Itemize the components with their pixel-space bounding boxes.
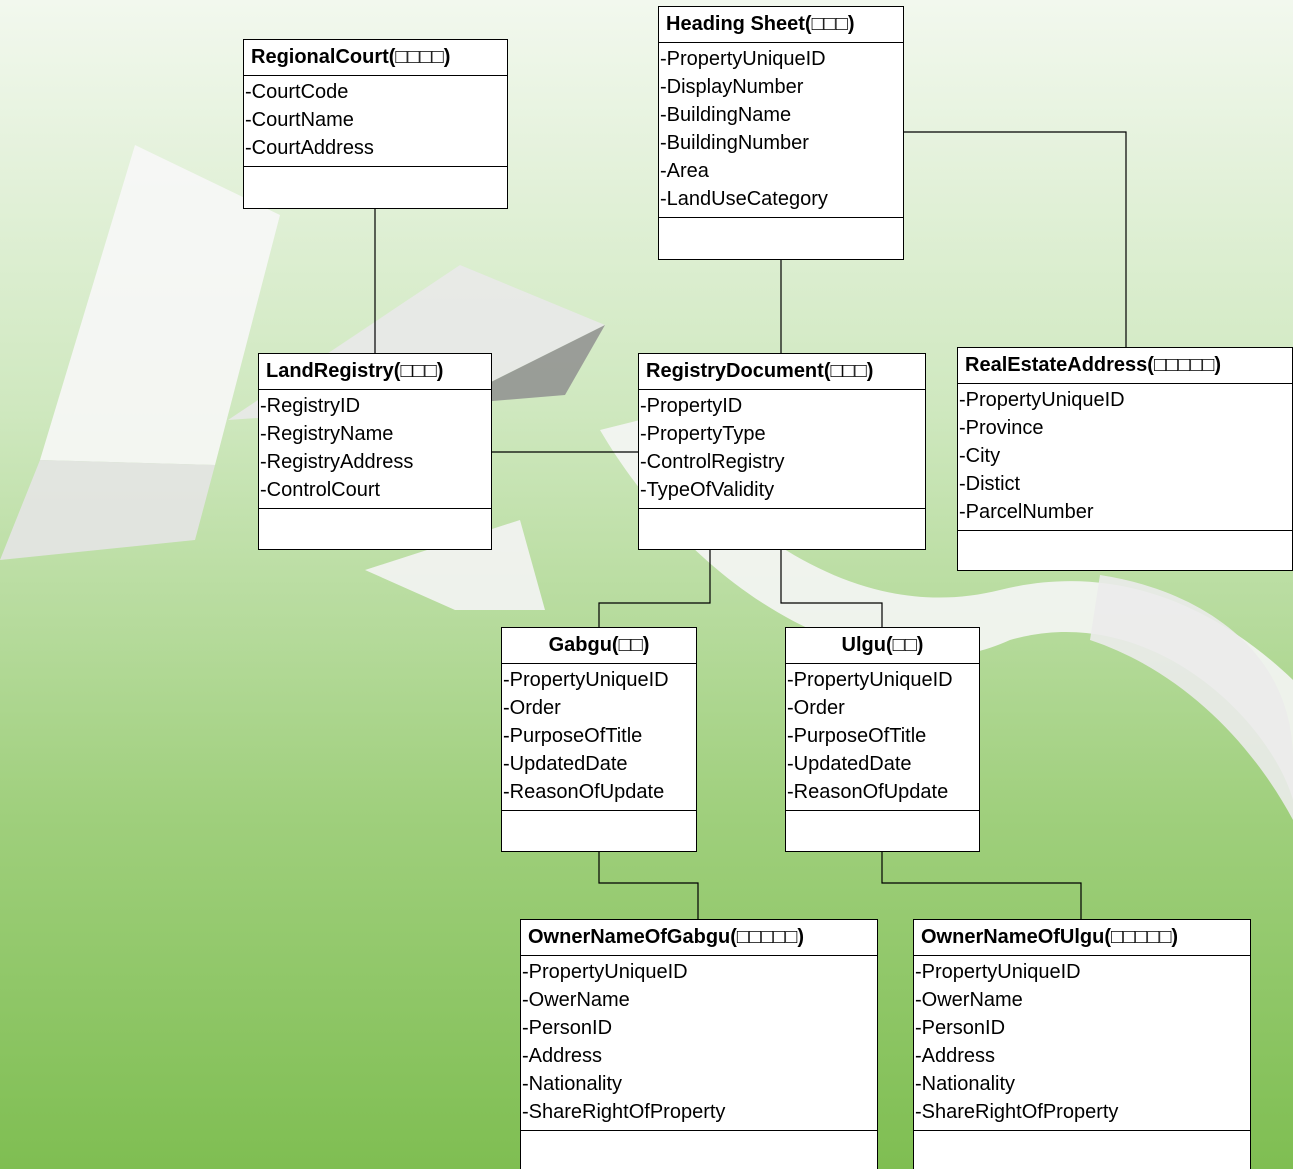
attribute: -PropertyType	[640, 423, 766, 445]
bg-shape-bottom-slab	[365, 520, 545, 610]
operations-compartment	[914, 1131, 1250, 1165]
class-title: LandRegistry(□□□)	[259, 354, 491, 390]
attribute-list: -PropertyUniqueID -DisplayNumber -Buildi…	[659, 43, 903, 218]
operations-compartment	[244, 167, 507, 201]
attribute: -Area	[660, 160, 709, 182]
attribute: -Order	[787, 697, 845, 719]
operations-compartment	[639, 509, 925, 543]
class-box-real-estate-address: RealEstateAddress(□□□□□) -PropertyUnique…	[957, 347, 1293, 571]
attribute: -RegistryName	[260, 423, 394, 445]
attribute: -Nationality	[522, 1073, 623, 1095]
attribute-list: -PropertyUniqueID -OwerName -PersonID -A…	[914, 956, 1250, 1131]
bg-shape-left-shadow	[0, 460, 215, 560]
attribute-list: -RegistryID -RegistryName -RegistryAddre…	[259, 390, 491, 509]
attribute: -PropertyUniqueID	[787, 669, 953, 691]
connector-document-gabgu	[598, 549, 711, 627]
attribute: -PropertyUniqueID	[959, 389, 1125, 411]
attribute: -ReasonOfUpdate	[503, 781, 665, 803]
class-box-owner-name-of-ulgu: OwnerNameOfUlgu(□□□□□) -PropertyUniqueID…	[913, 919, 1251, 1169]
attribute: -ControlRegistry	[640, 451, 785, 473]
attribute: -RegistryAddress	[260, 451, 414, 473]
connector-document-ulgu	[780, 549, 883, 627]
attribute: -Address	[915, 1045, 996, 1067]
attribute: -PropertyUniqueID	[503, 669, 669, 691]
attribute: -City	[959, 445, 1001, 467]
attribute-list: -CourtCode -CourtName -CourtAddress	[244, 76, 507, 167]
class-title: Gabgu(□□)	[502, 628, 696, 664]
class-title: Heading Sheet(□□□)	[659, 7, 903, 43]
operations-compartment	[259, 509, 491, 543]
class-box-land-registry: LandRegistry(□□□) -RegistryID -RegistryN…	[258, 353, 492, 550]
operations-compartment	[502, 811, 696, 845]
attribute-list: -PropertyUniqueID -Province -City -Disti…	[958, 384, 1292, 531]
operations-compartment	[659, 218, 903, 252]
attribute: -Province	[959, 417, 1044, 439]
bg-shape-curve-s	[600, 420, 1293, 800]
class-box-ulgu: Ulgu(□□) -PropertyUniqueID -Order -Purpo…	[785, 627, 980, 852]
attribute: -Nationality	[915, 1073, 1016, 1095]
attribute: -Distict	[959, 473, 1021, 495]
attribute: -TypeOfValidity	[640, 479, 775, 501]
class-title: OwnerNameOfUlgu(□□□□□)	[914, 920, 1250, 956]
attribute: -PersonID	[915, 1017, 1006, 1039]
attribute: -CourtName	[245, 109, 354, 131]
bg-shape-ring	[1090, 575, 1293, 820]
class-box-registry-document: RegistryDocument(□□□) -PropertyID -Prope…	[638, 353, 926, 550]
attribute: -Order	[503, 697, 561, 719]
attribute: -PropertyUniqueID	[660, 48, 826, 70]
attribute: -ShareRightOfProperty	[522, 1101, 726, 1123]
attribute: -DisplayNumber	[660, 76, 804, 98]
operations-compartment	[786, 811, 979, 845]
attribute: -PurposeOfTitle	[787, 725, 927, 747]
attribute: -PropertyUniqueID	[522, 961, 688, 983]
attribute: -OwerName	[522, 989, 630, 1011]
attribute: -RegistryID	[260, 395, 361, 417]
attribute: -ParcelNumber	[959, 501, 1094, 523]
attribute: -UpdatedDate	[503, 753, 628, 775]
class-title: RegistryDocument(□□□)	[639, 354, 925, 390]
class-title: RealEstateAddress(□□□□□)	[958, 348, 1292, 384]
attribute-list: -PropertyUniqueID -Order -PurposeOfTitle…	[786, 664, 979, 811]
attribute: -PurposeOfTitle	[503, 725, 643, 747]
connector-heading-address	[903, 131, 1127, 347]
class-title: RegionalCourt(□□□□)	[244, 40, 507, 76]
attribute: -PersonID	[522, 1017, 613, 1039]
class-title: Ulgu(□□)	[786, 628, 979, 664]
attribute: -BuildingNumber	[660, 132, 809, 154]
class-box-heading-sheet: Heading Sheet(□□□) -PropertyUniqueID -Di…	[658, 6, 904, 260]
attribute: -LandUseCategory	[660, 188, 828, 210]
connector-gabgu-owner	[598, 851, 699, 919]
class-box-regional-court: RegionalCourt(□□□□) -CourtCode -CourtNam…	[243, 39, 508, 209]
connector-ulgu-owner	[881, 851, 1082, 919]
class-box-owner-name-of-gabgu: OwnerNameOfGabgu(□□□□□) -PropertyUniqueI…	[520, 919, 878, 1169]
attribute: -ControlCourt	[260, 479, 381, 501]
attribute-list: -PropertyUniqueID -Order -PurposeOfTitle…	[502, 664, 696, 811]
class-title: OwnerNameOfGabgu(□□□□□)	[521, 920, 877, 956]
attribute: -UpdatedDate	[787, 753, 912, 775]
operations-compartment	[958, 531, 1292, 565]
bg-shape-left-slab	[40, 145, 280, 465]
operations-compartment	[521, 1131, 877, 1165]
attribute: -CourtAddress	[245, 137, 374, 159]
attribute: -CourtCode	[245, 81, 349, 103]
attribute: -PropertyUniqueID	[915, 961, 1081, 983]
attribute: -Address	[522, 1045, 603, 1067]
class-box-gabgu: Gabgu(□□) -PropertyUniqueID -Order -Purp…	[501, 627, 697, 852]
attribute-list: -PropertyUniqueID -OwerName -PersonID -A…	[521, 956, 877, 1131]
attribute-list: -PropertyID -PropertyType -ControlRegist…	[639, 390, 925, 509]
attribute: -BuildingName	[660, 104, 792, 126]
attribute: -ShareRightOfProperty	[915, 1101, 1119, 1123]
attribute: -PropertyID	[640, 395, 743, 417]
attribute: -ReasonOfUpdate	[787, 781, 949, 803]
attribute: -OwerName	[915, 989, 1023, 1011]
